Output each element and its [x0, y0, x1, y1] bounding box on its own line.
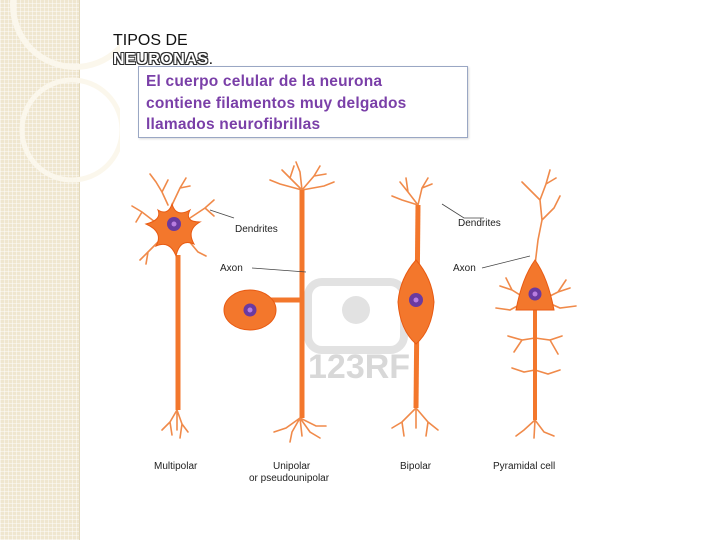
label-unipolar: Unipolar	[273, 461, 311, 472]
slide-title: TIPOS DE NEURONAS.	[113, 31, 213, 69]
label-bipolar: Bipolar	[400, 461, 432, 472]
label-pyramidal: Pyramidal cell	[493, 461, 555, 472]
label-axon-right: Axon	[453, 263, 476, 274]
decorative-circles	[0, 0, 120, 200]
label-dendrites-right: Dendrites	[458, 218, 501, 229]
label-unipolar-sub: or pseudounipolar	[249, 473, 330, 484]
label-axon-left: Axon	[220, 263, 243, 274]
caption-line-3: llamados neurofibrillas	[146, 114, 466, 136]
watermark-text: 123RF	[308, 348, 410, 386]
caption-text: El cuerpo celular de la neurona contiene…	[146, 71, 466, 136]
neuron-types-diagram: 123RF	[110, 160, 610, 490]
title-line-1: TIPOS DE	[113, 31, 213, 50]
label-multipolar: Multipolar	[154, 461, 198, 472]
caption-line-2: contiene filamentos muy delgados	[146, 93, 466, 115]
watermark: 123RF	[308, 282, 410, 386]
caption-line-1: El cuerpo celular de la neurona	[146, 71, 466, 93]
label-dendrites-left: Dendrites	[235, 224, 278, 235]
